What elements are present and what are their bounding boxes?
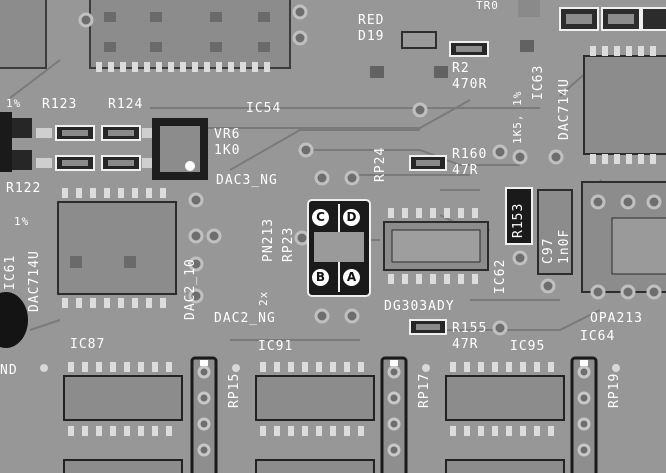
label-rp24: RP24	[373, 146, 388, 182]
label-r2-value: 470R	[452, 77, 488, 92]
label-ic95: IC95	[510, 339, 546, 354]
label-2x: 2x	[257, 290, 270, 306]
label-c97: C97	[541, 237, 556, 264]
label-tr0: TR0	[476, 0, 499, 12]
label-r124: R124	[108, 97, 144, 112]
label-ic64: IC64	[580, 329, 616, 344]
label-1pct-left: 1%	[14, 215, 30, 228]
label-ic62: IC62	[493, 258, 508, 294]
jumper-d-marker: D	[343, 209, 360, 226]
label-r160: R160	[452, 147, 488, 162]
label-dac2-ng: DAC2_NG	[214, 311, 276, 326]
label-red: RED	[358, 13, 385, 28]
label-ic91: IC91	[258, 339, 294, 354]
label-dac3-ng: DAC3_NG	[216, 173, 278, 188]
label-r160-value: 47R	[452, 163, 479, 178]
label-ic61: IC61	[3, 254, 18, 290]
label-nd: ND	[0, 363, 18, 378]
label-vr6-value: 1K0	[214, 143, 241, 158]
label-r2: R2	[452, 61, 470, 76]
label-pn213: PN213	[261, 217, 276, 262]
jumper-a-marker: A	[343, 269, 360, 286]
jumper-b-marker: B	[312, 269, 329, 286]
label-rp23: RP23	[281, 226, 296, 262]
label-vr6: VR6	[214, 127, 241, 142]
label-dg303ady: DG303ADY	[384, 299, 455, 314]
jumper-c-marker: C	[312, 209, 329, 226]
label-r155-value: 47R	[452, 337, 479, 352]
label-dac714u-top: DAC714U	[557, 78, 572, 140]
label-d19: D19	[358, 29, 385, 44]
label-dac2-10: DAC2_10	[183, 258, 198, 320]
label-r123: R123	[42, 97, 78, 112]
label-1pct-top: 1%	[6, 97, 22, 110]
label-r153: R153	[511, 202, 526, 238]
label-r155: R155	[452, 321, 488, 336]
label-r122: R122	[6, 181, 42, 196]
label-rp15: RP15	[227, 372, 242, 408]
label-ic63: IC63	[531, 64, 546, 100]
label-opa213: OPA213	[590, 311, 643, 326]
label-c97-value: 1n0F	[557, 228, 572, 264]
label-rp17: RP17	[417, 372, 432, 408]
label-1k5: 1K5, 1%	[511, 90, 524, 144]
label-dac714u-left: DAC714U	[27, 250, 42, 312]
label-ic87: IC87	[70, 337, 106, 352]
label-ic54: IC54	[246, 101, 282, 116]
label-rp19: RP19	[607, 372, 622, 408]
